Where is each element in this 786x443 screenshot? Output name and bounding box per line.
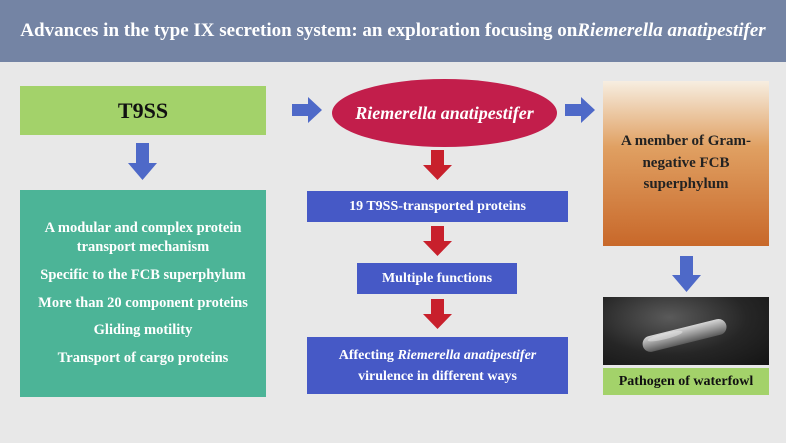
- feature-item: More than 20 component proteins: [38, 294, 248, 311]
- functions-label: Multiple functions: [381, 270, 493, 286]
- effect-line-2: virulence in different ways: [358, 368, 517, 384]
- pathogen-label: Pathogen of waterfowl: [618, 373, 754, 389]
- organism-label: Riemerella anatipestifer: [355, 102, 534, 123]
- title-italic-text: Riemerella anatipestifer: [577, 20, 766, 41]
- effect-prefix: Affecting: [338, 347, 398, 363]
- bacterium-rod: [642, 318, 727, 352]
- t9ss-box: T9SS: [20, 86, 266, 135]
- arrow-down-icon: [423, 150, 452, 180]
- effect-line-1: Affecting Riemerella anatipestifer: [339, 345, 537, 366]
- t9ss-label: T9SS: [117, 97, 169, 123]
- arrow-right-icon: [292, 97, 322, 123]
- bacterium-image: [642, 318, 727, 352]
- title-text: Advances in the type IX secretion system…: [20, 20, 578, 41]
- figure-title: Advances in the type IX secretion system…: [0, 0, 786, 62]
- organism-ellipse: Riemerella anatipestifer: [332, 79, 557, 147]
- proteins-label: 19 T9SS-transported proteins: [349, 198, 526, 214]
- feature-item: Gliding motility: [93, 322, 193, 339]
- arrow-down-icon: [128, 143, 157, 180]
- bacterium-micrograph: [603, 297, 769, 365]
- feature-item: Specific to the FCB superphylum: [40, 266, 246, 283]
- arrow-down-icon: [672, 256, 701, 292]
- effect-box: Affecting Riemerella anatipestifer virul…: [307, 337, 568, 394]
- features-box: A modular and complex protein transport …: [20, 190, 266, 397]
- effect-italic: Riemerella anatipestifer: [397, 347, 537, 363]
- classification-label: A member of Gram-negative FCB superphylu…: [620, 132, 752, 193]
- classification-box: A member of Gram-negative FCB superphylu…: [603, 81, 769, 246]
- pathogen-box: Pathogen of waterfowl: [603, 368, 769, 395]
- functions-box: Multiple functions: [357, 263, 517, 294]
- feature-item: A modular and complex protein transport …: [44, 219, 242, 256]
- arrow-right-icon: [565, 97, 595, 123]
- feature-item: Transport of cargo proteins: [57, 349, 229, 366]
- arrow-down-icon: [423, 299, 452, 329]
- proteins-box: 19 T9SS-transported proteins: [307, 191, 568, 222]
- arrow-down-icon: [423, 226, 452, 256]
